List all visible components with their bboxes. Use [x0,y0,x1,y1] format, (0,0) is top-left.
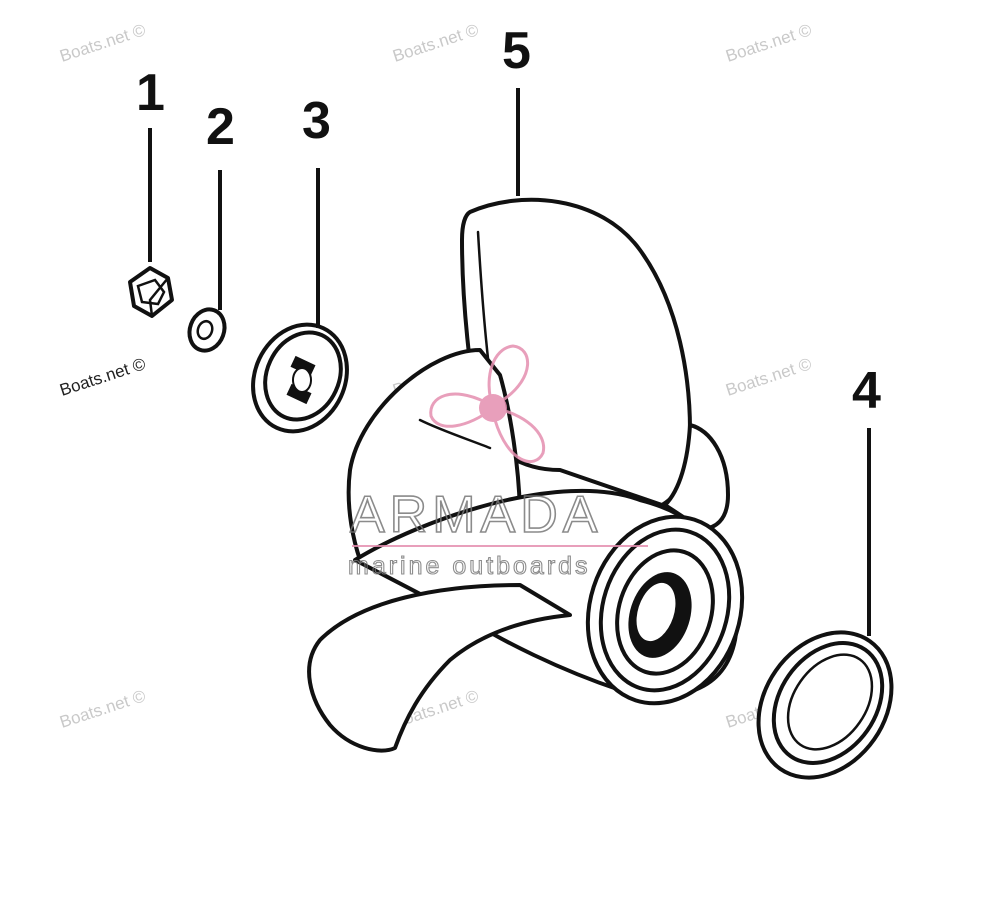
callout-1[interactable]: 1 [136,64,165,122]
brand-overlay: ARMADA marine outboards [347,344,648,581]
watermark-text: Boats.net © [723,354,814,400]
spacer-part[interactable] [236,309,364,447]
callout-labels: 1 2 3 4 5 [136,22,881,420]
washer-part[interactable] [184,304,230,355]
leader-lines [148,88,871,636]
brand-name: ARMADA [350,486,602,544]
watermark-text: Boats.net © [390,20,481,66]
watermark-text: Boats.net © [57,20,148,66]
propeller-part[interactable] [307,197,766,753]
callout-4[interactable]: 4 [852,362,881,420]
watermark-text: Boats.net © [723,20,814,66]
brand-tagline: marine outboards [348,552,591,580]
thrust-washer-part[interactable] [731,607,919,804]
nut-part[interactable] [128,266,174,318]
propeller-logo-icon [429,344,546,463]
callout-2[interactable]: 2 [206,98,235,156]
callout-5[interactable]: 5 [502,22,531,80]
watermark-text: Boats.net © [57,354,148,400]
watermark-text: Boats.net © [57,686,148,732]
callout-3[interactable]: 3 [302,92,331,150]
